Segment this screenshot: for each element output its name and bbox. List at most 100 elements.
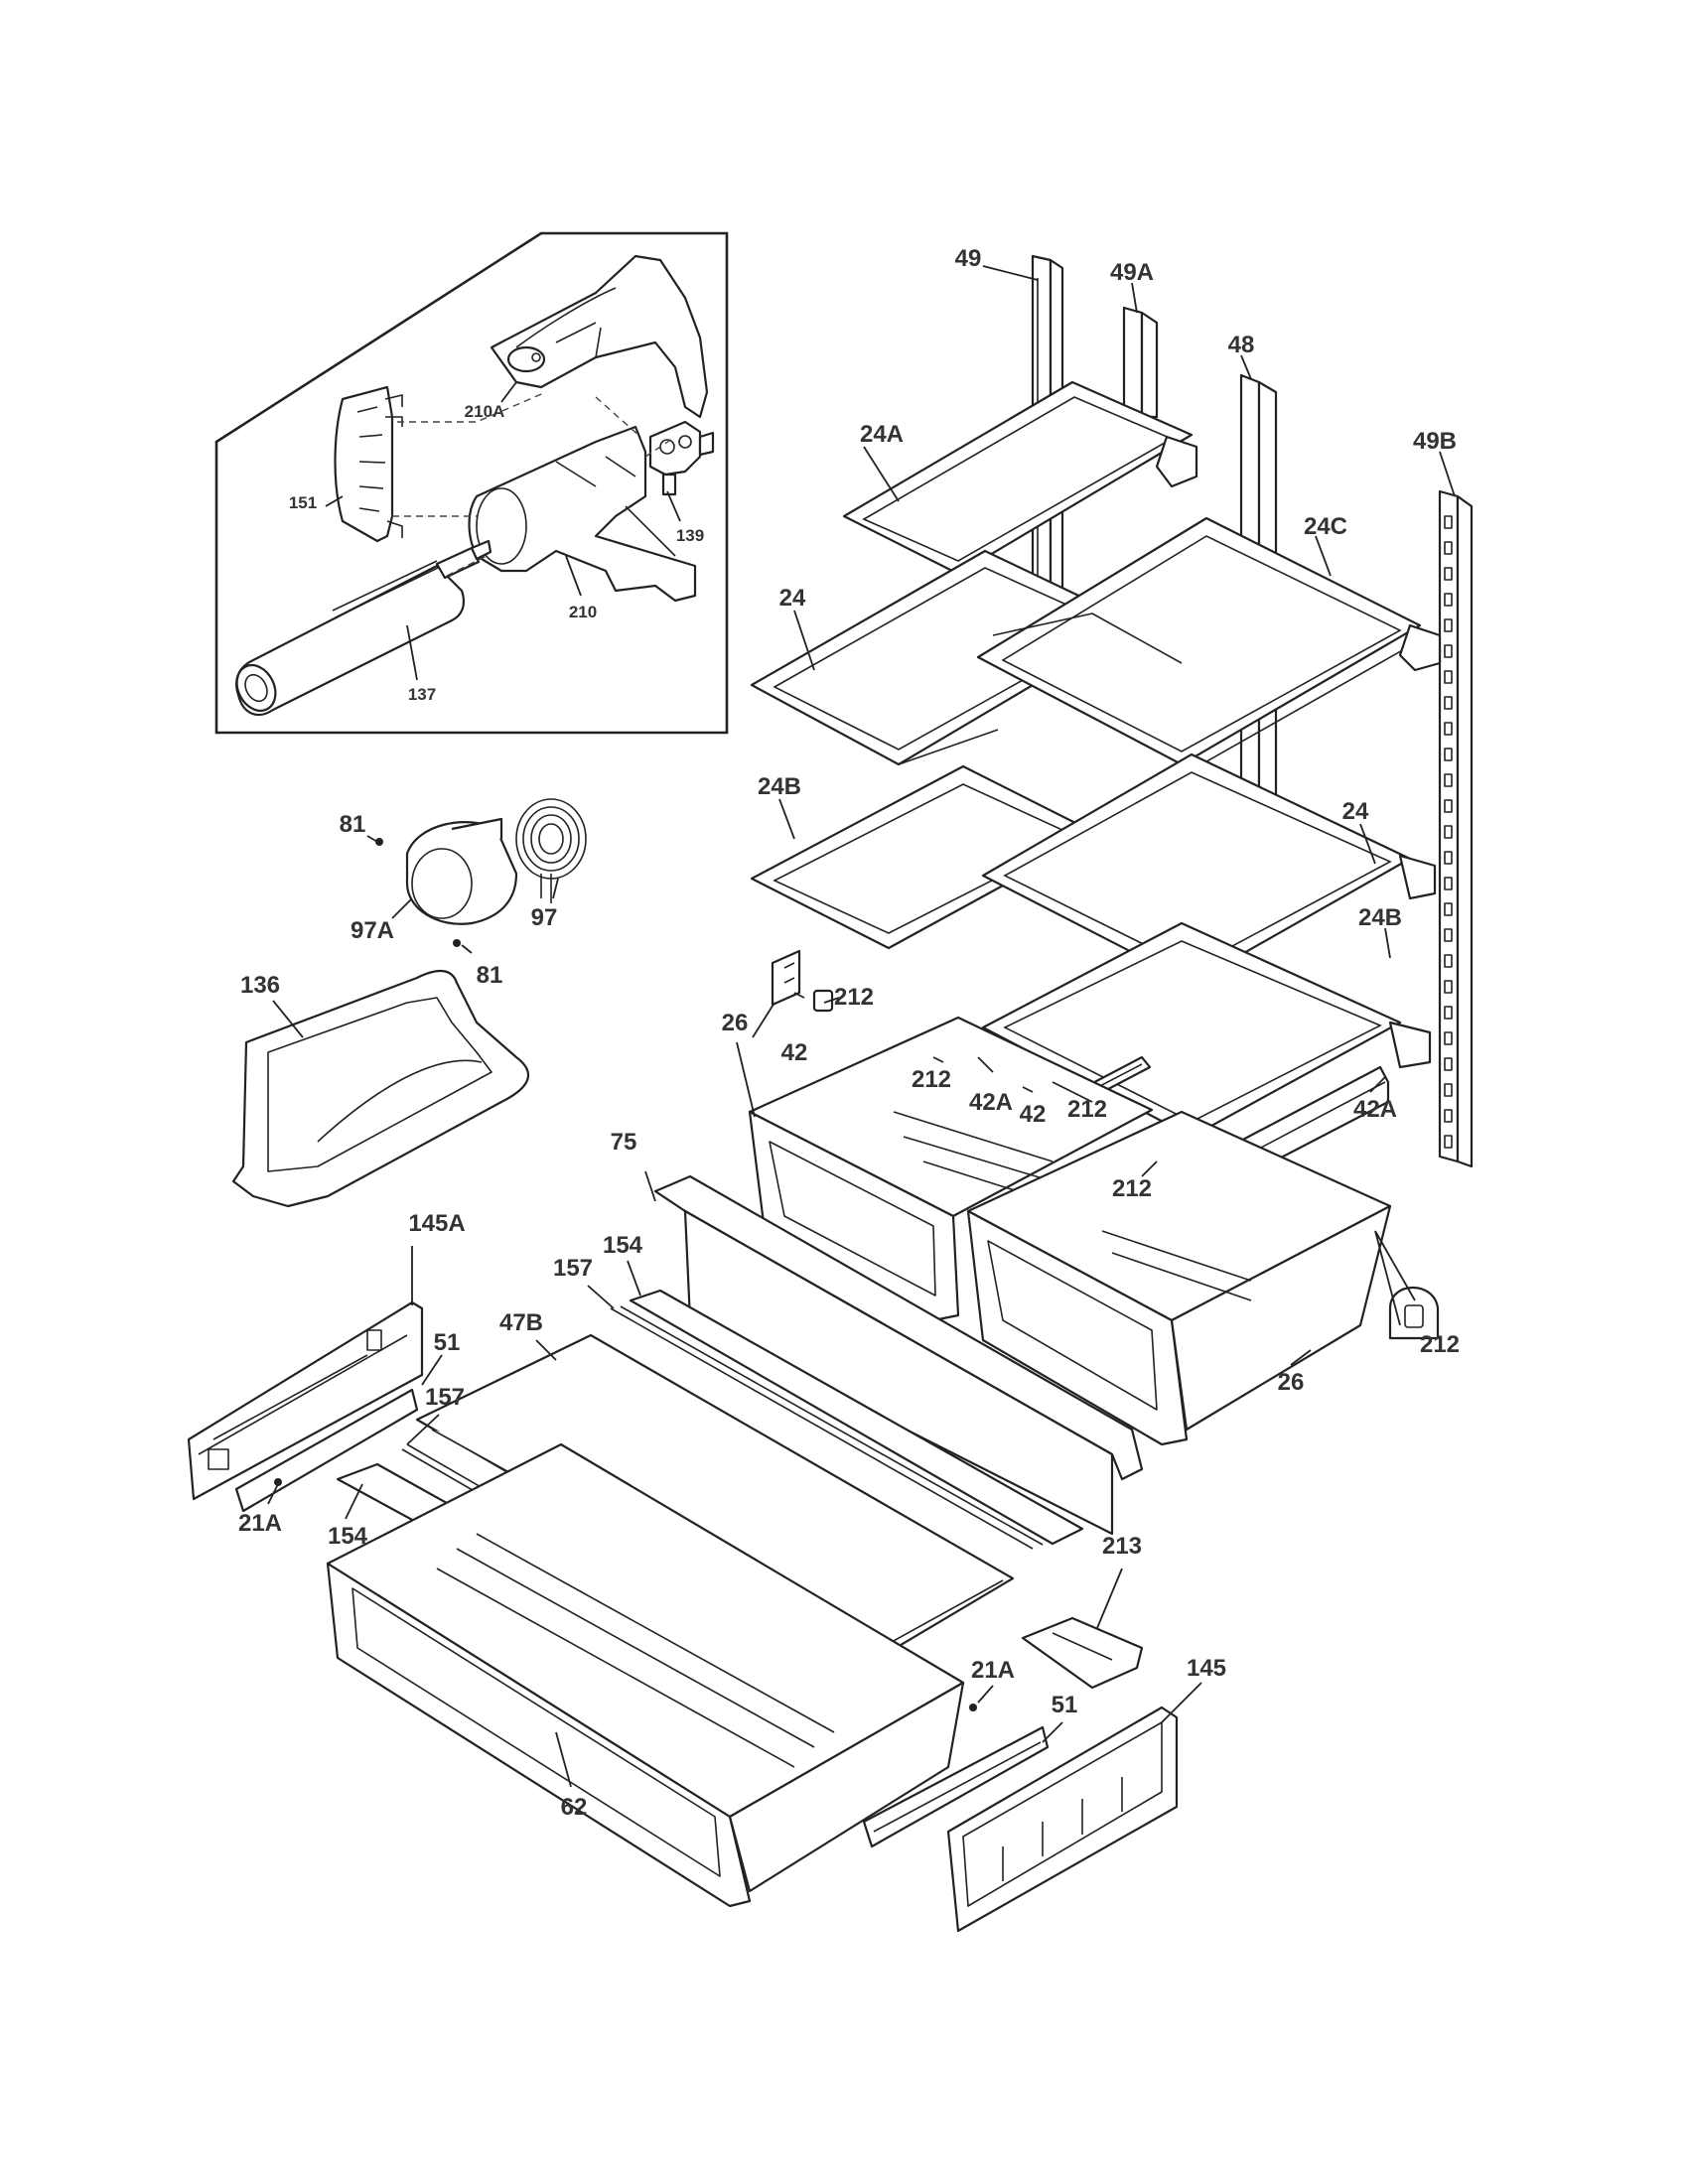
screw-81-bottom bbox=[453, 939, 461, 947]
callout-51-left: 51 bbox=[434, 1329, 461, 1356]
callout-212-a: 212 bbox=[834, 984, 874, 1011]
ladder-slot bbox=[1444, 1006, 1453, 1020]
ladder-slot bbox=[1444, 748, 1453, 761]
callout-157-left: 157 bbox=[425, 1384, 465, 1411]
ladder-slot bbox=[1444, 515, 1453, 529]
callout-24-left: 24 bbox=[779, 585, 806, 612]
callout-42A-right: 42A bbox=[1353, 1096, 1397, 1123]
water-filter-inset bbox=[214, 231, 729, 735]
ladder-slot bbox=[1444, 670, 1453, 684]
callout-145A: 145A bbox=[408, 1210, 465, 1237]
screw-21A-right bbox=[969, 1704, 977, 1711]
ladder-slot bbox=[1444, 1031, 1453, 1045]
ladder-slot bbox=[1444, 567, 1453, 581]
callout-24C: 24C bbox=[1304, 513, 1347, 540]
callout-62: 62 bbox=[561, 1794, 588, 1821]
callout-49A: 49A bbox=[1110, 259, 1154, 286]
callout-26-right: 26 bbox=[1278, 1369, 1305, 1396]
callout-213: 213 bbox=[1102, 1533, 1142, 1560]
callout-97: 97 bbox=[531, 904, 558, 931]
ladder-slot bbox=[1444, 541, 1453, 555]
callout-24B-left: 24B bbox=[758, 773, 801, 800]
bracket-81-97A-motor bbox=[405, 817, 518, 925]
leader-lines bbox=[267, 265, 1456, 1788]
callout-210A: 210A bbox=[465, 402, 505, 421]
shelf-24-right bbox=[981, 752, 1437, 985]
inset-leaders bbox=[325, 381, 681, 681]
bracket-145A bbox=[187, 1300, 424, 1501]
callout-42-mid: 42 bbox=[1020, 1101, 1047, 1128]
ladder-slot bbox=[1444, 1109, 1453, 1123]
coil-97 bbox=[515, 798, 587, 903]
rail-51-right bbox=[862, 1725, 1050, 1848]
ladder-slot bbox=[1444, 902, 1453, 916]
strip-157-top bbox=[610, 1305, 1044, 1550]
callout-42A-mid: 42A bbox=[969, 1089, 1013, 1116]
bracket-213 bbox=[1021, 1616, 1144, 1690]
callout-157-top: 157 bbox=[553, 1255, 593, 1282]
bracket-145-right bbox=[946, 1706, 1179, 1933]
callout-21A-left: 21A bbox=[238, 1510, 282, 1537]
bin-136 bbox=[231, 970, 529, 1208]
ladder-slot bbox=[1444, 851, 1453, 865]
callout-49: 49 bbox=[955, 245, 982, 272]
callout-210: 210 bbox=[569, 603, 597, 621]
callout-51-right: 51 bbox=[1052, 1692, 1078, 1718]
ladder-slot bbox=[1444, 722, 1453, 736]
shelf-24A bbox=[842, 380, 1198, 576]
ladder-slot bbox=[1444, 928, 1453, 942]
ladder-slot bbox=[1444, 980, 1453, 994]
ladder-slot bbox=[1444, 954, 1453, 968]
callout-81-top: 81 bbox=[340, 811, 366, 838]
ladder-slot bbox=[1444, 696, 1453, 710]
part-210A-housing-cover bbox=[490, 254, 709, 419]
ladder-slot bbox=[1444, 1135, 1453, 1149]
callout-145: 145 bbox=[1187, 1655, 1226, 1682]
ladder-slot bbox=[1444, 1057, 1453, 1071]
callout-151: 151 bbox=[289, 493, 317, 512]
rail-49A bbox=[1122, 306, 1159, 419]
part-137-filter-cartridge bbox=[235, 539, 492, 717]
ladder-slot bbox=[1444, 877, 1453, 890]
callout-42-left: 42 bbox=[781, 1039, 808, 1066]
callout-97A: 97A bbox=[351, 917, 394, 944]
assembly-lines bbox=[392, 391, 676, 577]
callout-81-bottom: 81 bbox=[477, 962, 503, 989]
ladder-slot bbox=[1444, 773, 1453, 787]
crisper-drawer-right-26 bbox=[966, 1110, 1392, 1446]
crisper-drawer-left-26 bbox=[748, 1016, 1154, 1322]
part-151-filter-cover bbox=[334, 385, 403, 543]
inset-callouts: 210A 151 139 210 137 bbox=[289, 402, 704, 704]
part-139-valve bbox=[648, 420, 715, 496]
shelf-24C bbox=[976, 516, 1442, 766]
bracket-42-left bbox=[771, 949, 801, 1007]
callout-212-d: 212 bbox=[1112, 1175, 1152, 1202]
callout-24A: 24A bbox=[860, 421, 904, 448]
ladder-slot bbox=[1444, 1083, 1453, 1097]
callout-154-top: 154 bbox=[603, 1232, 643, 1259]
callout-48: 48 bbox=[1228, 332, 1255, 358]
rail-49B-ladder bbox=[1438, 489, 1474, 1168]
drawer-62 bbox=[326, 1442, 965, 1908]
callout-212-c: 212 bbox=[1067, 1096, 1107, 1123]
callout-24B-right: 24B bbox=[1358, 904, 1402, 931]
callout-136: 136 bbox=[240, 972, 280, 999]
ladder-slot bbox=[1444, 593, 1453, 607]
callout-21A-right: 21A bbox=[971, 1657, 1015, 1684]
screw-81-top bbox=[375, 838, 383, 846]
callout-47B: 47B bbox=[499, 1309, 543, 1336]
strip-154-top bbox=[629, 1289, 1084, 1546]
callout-139: 139 bbox=[676, 526, 704, 545]
part-210-filter-housing bbox=[468, 425, 697, 603]
ladder-slot bbox=[1444, 618, 1453, 632]
callout-154-left: 154 bbox=[328, 1523, 368, 1550]
divider-75 bbox=[653, 1174, 1144, 1536]
callout-24-right: 24 bbox=[1342, 798, 1369, 825]
callout-137: 137 bbox=[408, 685, 436, 704]
callout-212-b: 212 bbox=[912, 1066, 951, 1093]
shelf-24B-right bbox=[981, 921, 1432, 1139]
callout-26-left: 26 bbox=[722, 1010, 749, 1036]
callout-212-e: 212 bbox=[1420, 1331, 1460, 1358]
ladder-slot bbox=[1444, 644, 1453, 658]
